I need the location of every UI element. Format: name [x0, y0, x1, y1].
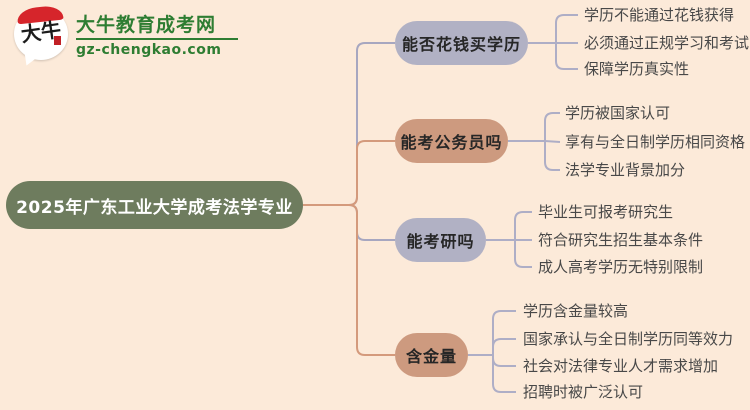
- branch-node-postgraduate: 能考研吗: [395, 218, 486, 262]
- leaf-item: 学历被国家认可: [565, 104, 671, 122]
- branch-label: 能考公务员吗: [400, 133, 503, 152]
- branch2-leaf-bracket: [508, 112, 561, 171]
- branch-label: 能否花钱买学历: [401, 35, 521, 54]
- leaf-item: 招聘时被广泛认可: [523, 383, 644, 401]
- logo-bubble: 大牛: [14, 4, 68, 68]
- branch2-connector: [303, 140, 395, 206]
- branch1-connector: [303, 42, 395, 206]
- leaf-item: 保障学历真实性: [584, 60, 690, 78]
- root-node: 2025年广东工业大学成考法学专业: [6, 181, 303, 229]
- branch-node-civil-service: 能考公务员吗: [395, 119, 508, 163]
- leaf-item: 必须通过正规学习和考试: [584, 34, 750, 52]
- site-logo[interactable]: 大牛 大牛教育成考网 gz-chengkao.com: [14, 4, 238, 68]
- branch-node-buy-degree: 能否花钱买学历: [395, 21, 528, 65]
- leaf-item: 毕业生可报考研究生: [538, 203, 674, 221]
- root-node-label: 2025年广东工业大学成考法学专业: [16, 197, 293, 218]
- logo-seal-icon: [54, 36, 61, 45]
- leaf-item: 国家承认与全日制学历同等效力: [523, 330, 734, 348]
- branch4-connector: [303, 204, 395, 356]
- logo-divider: [76, 38, 238, 40]
- logo-title: 大牛教育成考网: [76, 14, 217, 36]
- branch-label: 含金量: [405, 347, 457, 366]
- leaf-item: 享有与全日制学历相同资格: [565, 133, 746, 151]
- branch3-connector: [303, 204, 395, 241]
- branch1-leaf-bracket: [528, 14, 578, 70]
- leaf-item: 成人高考学历无特别限制: [538, 258, 704, 276]
- leaf-item: 学历不能通过花钱获得: [584, 6, 735, 24]
- branch3-leaf-bracket: [486, 211, 532, 268]
- leaf-item: 法学专业背景加分: [565, 161, 686, 179]
- leaf-item: 学历含金量较高: [523, 302, 629, 320]
- leaf-item: 符合研究生招生基本条件: [538, 231, 704, 249]
- leaf-item: 社会对法律专业人才需求增加: [523, 357, 719, 375]
- logo-url: gz-chengkao.com: [76, 42, 222, 58]
- branch4-leaf-bracket: [468, 310, 516, 393]
- branch-label: 能考研吗: [406, 232, 475, 251]
- branch-node-value: 含金量: [395, 333, 468, 377]
